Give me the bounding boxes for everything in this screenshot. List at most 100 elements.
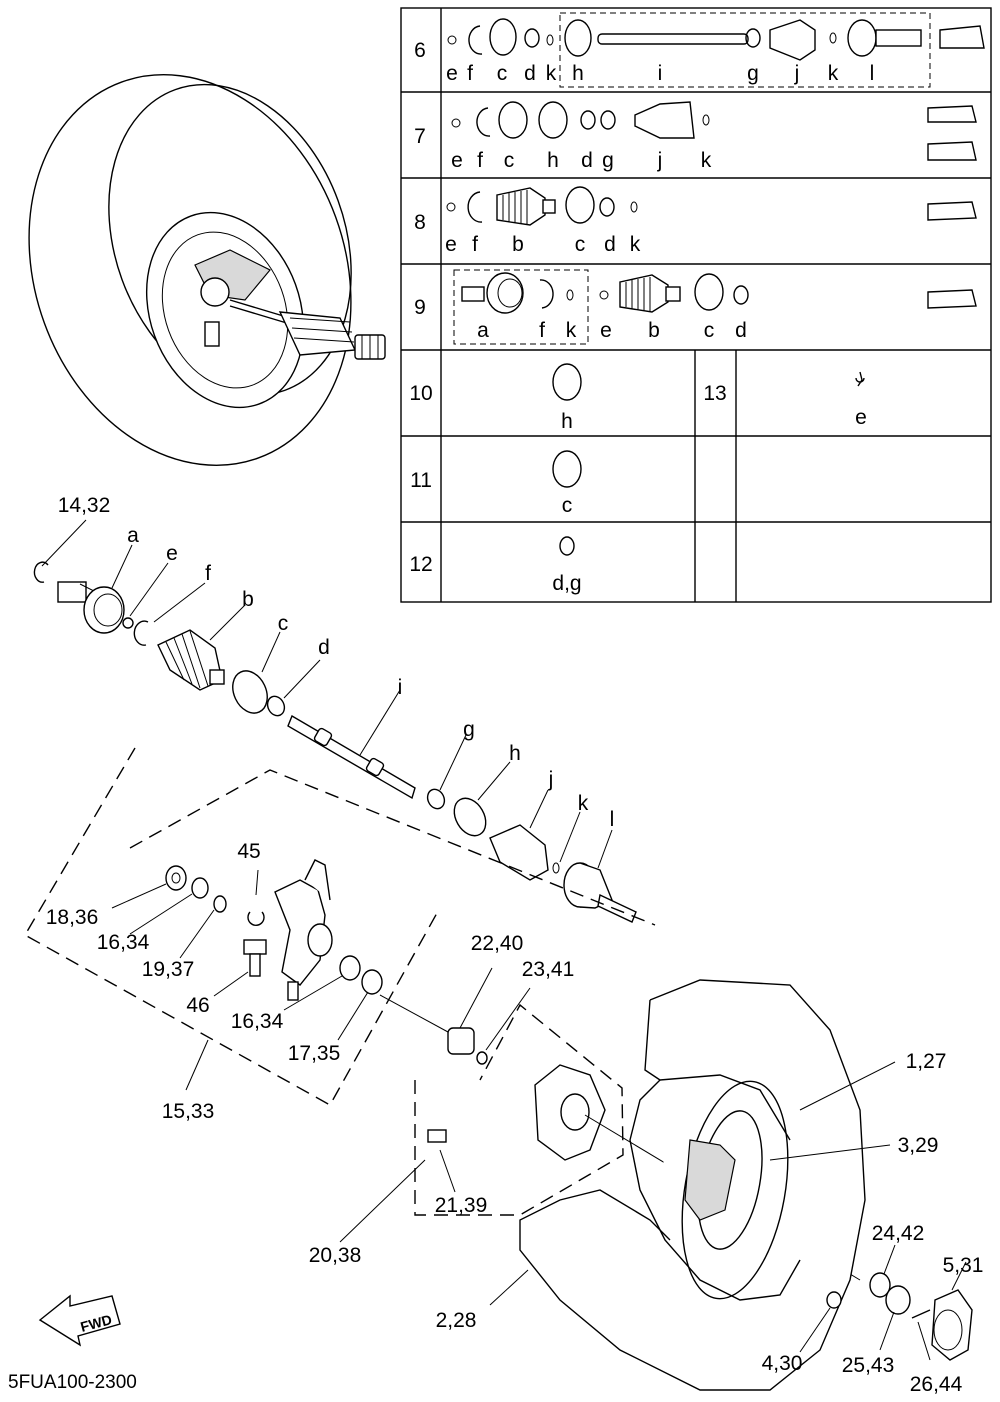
callout-e: e	[166, 542, 178, 565]
row-6-letter-e: e	[446, 62, 458, 85]
row-9-letter-f: f	[539, 319, 545, 342]
row-11-letter: c	[562, 494, 573, 517]
row-8-letter-k: k	[630, 233, 641, 256]
forward-arrow-icon: FWD	[38, 1294, 121, 1347]
row-6-parts	[447, 12, 985, 88]
row-7-parts	[451, 101, 977, 161]
row-13-clip	[855, 371, 865, 387]
row-6-letters: e f c d k h i g j k l	[446, 62, 874, 85]
fwd-label: FWD	[79, 1311, 114, 1335]
row-13-letter: e	[855, 406, 867, 429]
table-row-12-number: 12	[409, 553, 432, 576]
row-6-letter-k: k	[546, 62, 557, 85]
callout-17-35: 17,35	[288, 1042, 341, 1065]
table-row-7-number: 7	[414, 125, 426, 148]
row-6-letter-j: j	[794, 62, 800, 85]
row-8-letter-b: b	[512, 233, 524, 256]
row-8-letter-d: d	[604, 233, 616, 256]
row-8-letter-f: f	[472, 233, 478, 256]
callout-1-27: 1,27	[906, 1050, 947, 1073]
driveshaft-exploded	[24, 519, 656, 1216]
row-6-letter-c: c	[497, 62, 508, 85]
row-9-letter-k: k	[566, 319, 577, 342]
callout-23-41: 23,41	[522, 958, 575, 981]
row-8-letter-e: e	[445, 233, 457, 256]
callout-26-44: 26,44	[910, 1373, 963, 1396]
row-10-letter: h	[561, 410, 573, 433]
row-6-letter-g: g	[747, 62, 759, 85]
callout-25-43: 25,43	[842, 1354, 895, 1377]
row-7-letter-g: g	[602, 149, 614, 172]
row-9-letter-d: d	[735, 319, 747, 342]
callout-f: f	[205, 562, 211, 585]
row-7-letter-e: e	[451, 149, 463, 172]
row-12-band	[559, 536, 575, 556]
row-6-letter-d: d	[524, 62, 536, 85]
callout-16-34-b: 16,34	[231, 1010, 284, 1033]
callout-5-31: 5,31	[943, 1254, 984, 1277]
callout-g: g	[463, 718, 475, 741]
callout-d: d	[318, 636, 330, 659]
row-7-letter-f: f	[477, 149, 483, 172]
callout-19-37: 19,37	[142, 958, 195, 981]
callout-45: 45	[237, 840, 260, 863]
row-6-letter-l: l	[870, 62, 875, 85]
row-6-letter-i: i	[658, 62, 663, 85]
callout-22-40: 22,40	[471, 932, 524, 955]
row-9-parts	[453, 269, 977, 345]
callout-24-42: 24,42	[872, 1222, 925, 1245]
callout-l: l	[610, 808, 615, 831]
callout-j: j	[548, 768, 554, 791]
row-7-letter-d: d	[581, 149, 593, 172]
lower-wheel-assembly	[339, 967, 973, 1391]
row-6-letter-h: h	[572, 62, 584, 85]
callout-a: a	[127, 524, 139, 547]
parts-set-table: 6 7 8 9 10 11 12 13 e f c d	[400, 7, 992, 603]
table-row-13-number: 13	[703, 382, 726, 405]
table-row-9-number: 9	[414, 296, 426, 319]
row-12-letter: d,g	[552, 572, 581, 595]
row-9-letter-c: c	[704, 319, 715, 342]
row-7-letter-j: j	[657, 149, 663, 172]
row-7-letter-k: k	[701, 149, 712, 172]
row-9-letter-e: e	[600, 319, 612, 342]
row-9-letter-b: b	[648, 319, 660, 342]
row-10-band	[552, 363, 582, 401]
callout-3-29: 3,29	[898, 1134, 939, 1157]
callout-16-34-a: 16,34	[97, 931, 150, 954]
callout-20-38: 20,38	[309, 1244, 362, 1267]
upper-wheel-illustration	[28, 74, 386, 466]
row-9-letter-a: a	[477, 319, 489, 342]
row-8-parts	[446, 186, 977, 226]
callout-k: k	[578, 792, 589, 815]
row-7-letter-h: h	[547, 149, 559, 172]
row-11-band	[552, 450, 582, 488]
callout-15-33: 15,33	[162, 1100, 215, 1123]
row-6-letter-f: f	[467, 62, 473, 85]
diagram-code: 5FUA100-2300	[8, 1372, 137, 1393]
knuckle-assembly	[111, 859, 383, 1091]
callout-h: h	[509, 742, 521, 765]
table-row-11-number: 11	[410, 469, 432, 492]
table-row-10-number: 10	[409, 382, 432, 405]
row-6-letter-k2: k	[828, 62, 839, 85]
callout-4-30: 4,30	[762, 1352, 803, 1375]
callout-14-32: 14,32	[58, 494, 111, 517]
callout-21-39: 21,39	[435, 1194, 488, 1217]
row-8-letters: e f b c d k	[445, 233, 641, 256]
table-row-8-number: 8	[414, 211, 426, 234]
callout-18-36: 18,36	[46, 906, 99, 929]
table-row-6-number: 6	[414, 39, 426, 62]
row-8-letter-c: c	[575, 233, 586, 256]
callout-b: b	[242, 588, 254, 611]
row-9-letters: a f k e b c d	[477, 319, 747, 342]
row-7-letter-c: c	[504, 149, 515, 172]
callout-labels: 14,32 a e f b c d i g h j k l 45 18,36 1…	[46, 494, 984, 1396]
callout-46: 46	[186, 994, 209, 1017]
row-7-letters: e f c h d g j k	[451, 149, 712, 172]
callout-c: c	[278, 612, 289, 635]
callout-i: i	[398, 676, 403, 699]
callout-2-28: 2,28	[436, 1309, 477, 1332]
